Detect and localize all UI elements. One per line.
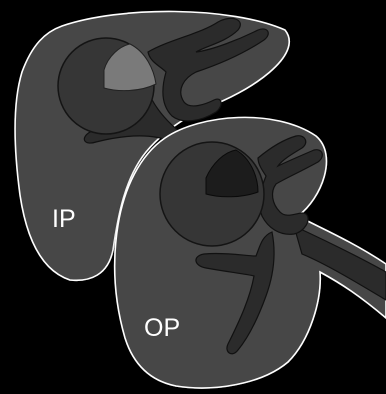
op-liver-diagram: OP (115, 117, 386, 388)
op-label: OP (144, 314, 180, 342)
ip-label: IP (52, 205, 76, 233)
